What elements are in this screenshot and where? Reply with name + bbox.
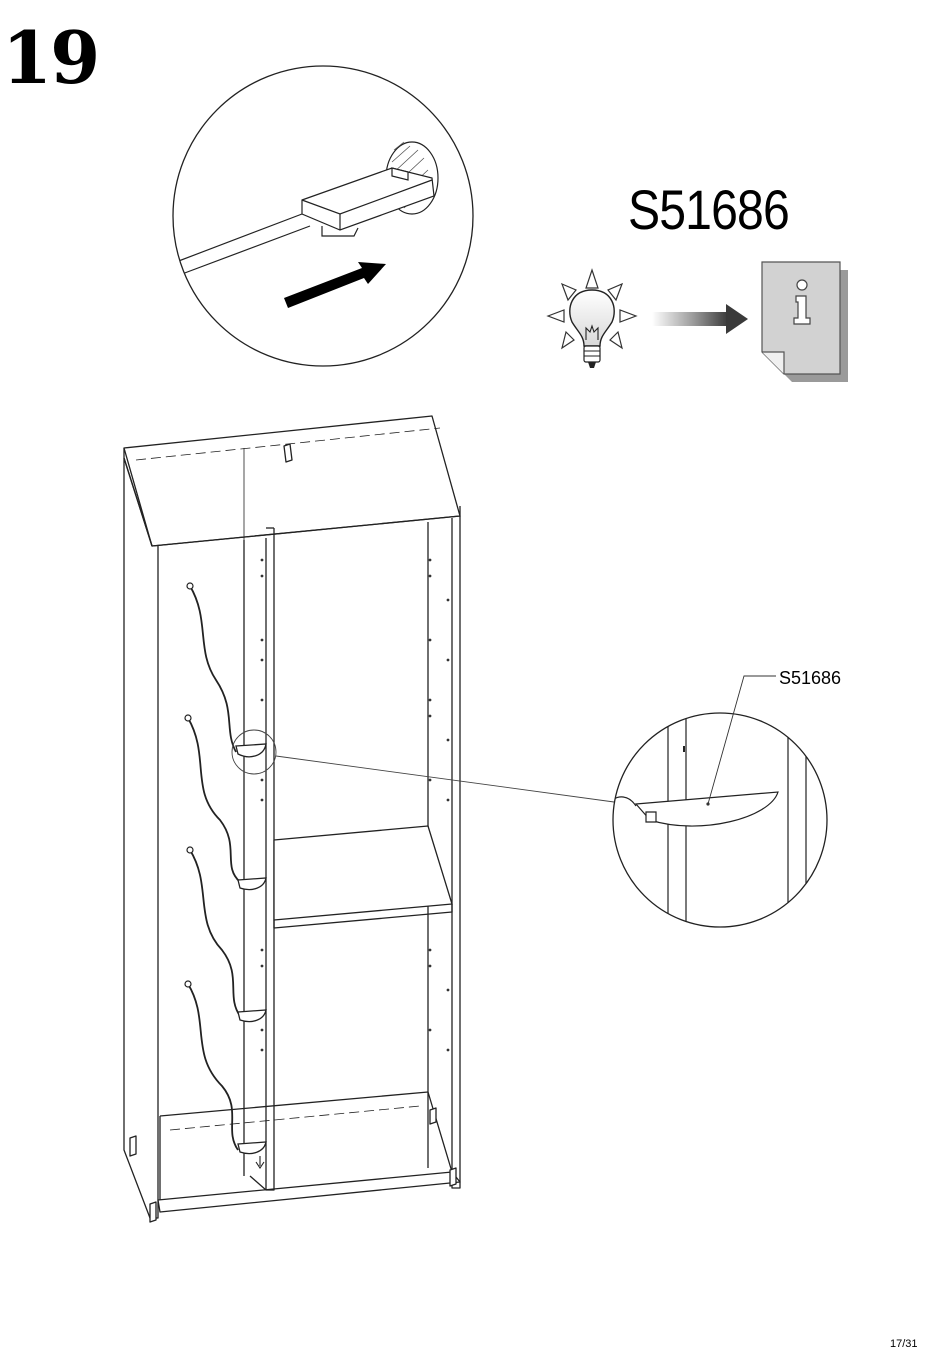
down-arrow-icon — [256, 1156, 264, 1168]
connector-detail-circle — [173, 66, 473, 366]
led-cable-ends — [185, 583, 193, 987]
lamp-detail-circle — [612, 676, 827, 940]
shelf-pin-holes — [261, 559, 450, 1052]
info-document-icon — [762, 262, 848, 382]
zoom-leader-line — [276, 756, 614, 802]
light-bulb-icon — [548, 270, 636, 368]
led-cables — [188, 586, 240, 1150]
gradient-arrow-icon — [652, 304, 748, 334]
wardrobe-carcass — [124, 416, 460, 1222]
part-callout-label: S51686 — [779, 668, 841, 688]
